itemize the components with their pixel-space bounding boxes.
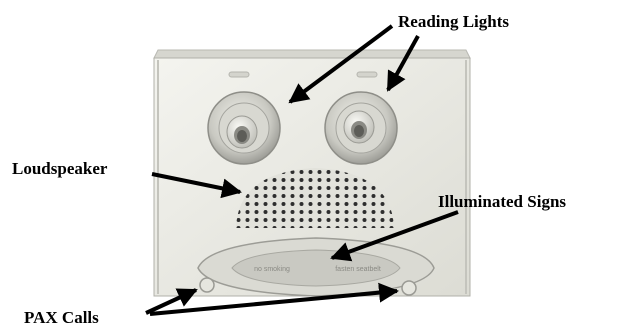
pax-call-button-right [402, 281, 416, 295]
sign-seatbelt: fasten seatbelt [335, 266, 381, 273]
sign-no-smoking: no smoking [254, 266, 290, 273]
label-pax-calls: PAX Calls [24, 309, 99, 326]
pax-call-button-left [200, 278, 214, 292]
vent-slot-right [357, 72, 377, 77]
vent-slot-left [229, 72, 249, 77]
label-reading-lights: Reading Lights [398, 13, 509, 30]
label-loudspeaker: Loudspeaker [12, 160, 107, 177]
panel-top-edge [154, 50, 470, 58]
reading-light-right [325, 92, 397, 164]
reading-light-left [208, 92, 280, 164]
label-illuminated-signs: Illuminated Signs [438, 193, 566, 210]
